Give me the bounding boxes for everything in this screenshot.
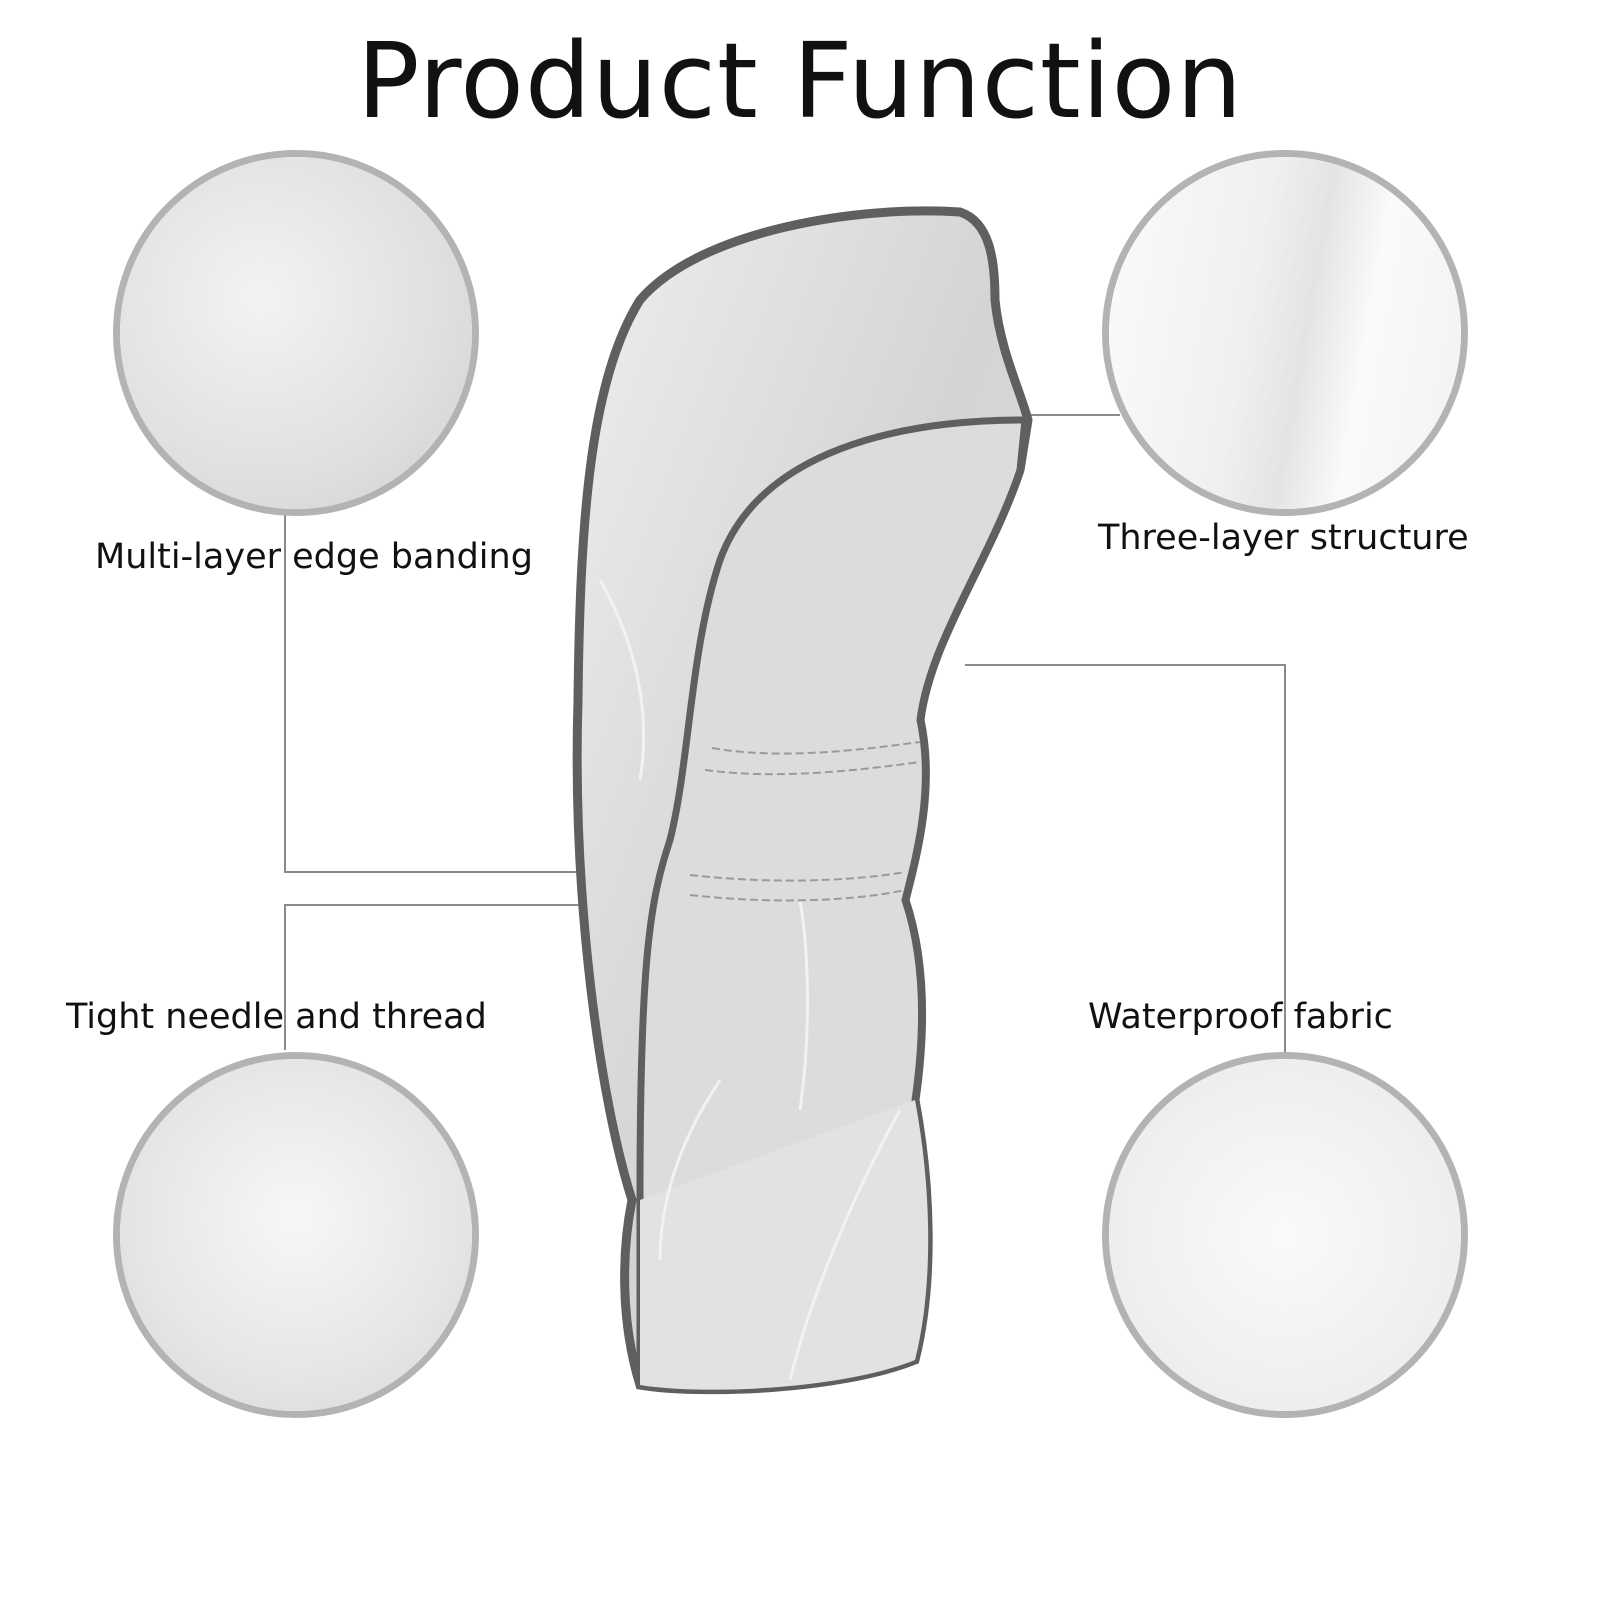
leader-line-needle-thread: [284, 904, 600, 1050]
leader-line-waterproof: [965, 664, 1286, 1055]
feature-label-three-layer: Three-layer structure: [1098, 518, 1469, 558]
feature-label-needle-thread: Tight needle and thread: [66, 997, 487, 1037]
detail-circle-waterproof: [1102, 1052, 1468, 1418]
leader-lines: [284, 414, 1286, 1055]
detail-circle-three-layer: [1102, 150, 1468, 516]
leader-line-edge-banding: [284, 515, 600, 873]
page-title: Product Function: [356, 20, 1244, 142]
stitching: [689, 741, 921, 902]
detail-circle-needle-thread: [113, 1052, 479, 1418]
feature-label-waterproof: Waterproof fabric: [1088, 997, 1393, 1037]
feather-pattern: [598, 579, 902, 1381]
golf-headcover: [572, 206, 1033, 1395]
feature-label-edge-banding: Multi-layer edge banding: [95, 537, 533, 577]
detail-circle-edge-banding: [113, 150, 479, 516]
